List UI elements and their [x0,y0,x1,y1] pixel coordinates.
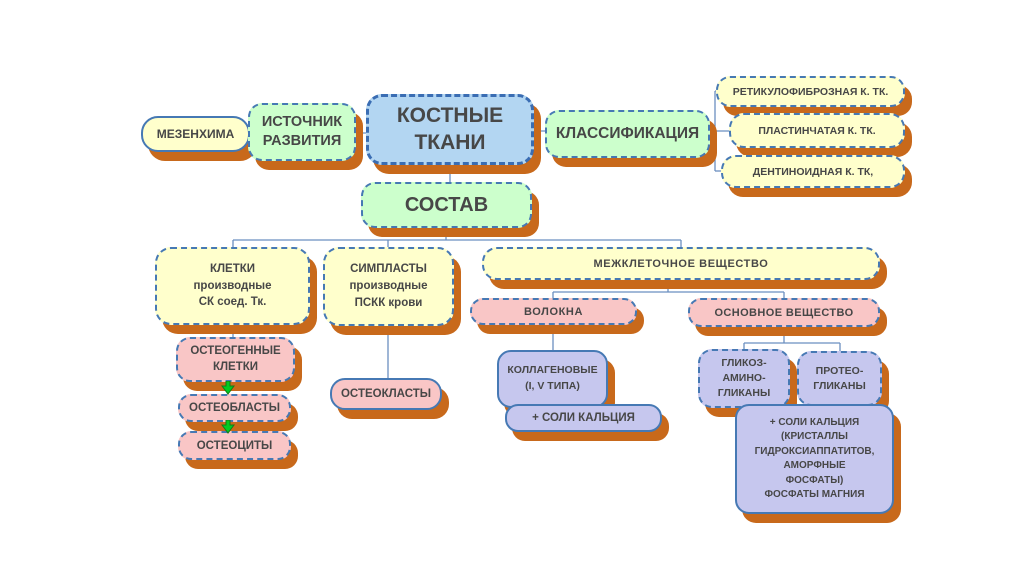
node-glikozaminoglikany: ГЛИКОЗ- АМИНО- ГЛИКАНЫ [698,349,790,408]
node-osteoklasty-label: ОСТЕОКЛАСТЫ [340,388,431,400]
node-osnovnoe-veshchestvo: ОСНОВНОЕ ВЕЩЕСТВО [688,298,880,327]
node-kletki: КЛЕТКИ производные СК соед. Тк. [155,247,310,325]
node-istochnik-razvitiya: ИСТОЧНИК РАЗВИТИЯ [248,103,356,161]
down-arrow-icon [221,381,235,395]
node-mezhkletochnoe-label: МЕЖКЛЕТОЧНОЕ ВЕЩЕСТВО [593,257,769,270]
node-glikozaminoglikany-label: ГЛИКОЗ- АМИНО- ГЛИКАНЫ [717,357,771,399]
node-mezhkletochnoe-veshchestvo: МЕЖКЛЕТОЧНОЕ ВЕЩЕСТВО [482,247,880,280]
node-klassifikaciya-label: КЛАССИФИКАЦИЯ [555,125,700,142]
node-osteoblasty-label: ОСТЕОБЛАСТЫ [189,402,280,414]
node-soli-kalciya-label: + СОЛИ КАЛЬЦИЯ [532,412,635,424]
down-arrow-icon [221,420,235,434]
node-sostav-label: СОСТАВ [404,193,489,216]
node-osteoblasty: ОСТЕОБЛАСТЫ [178,394,291,422]
node-dentinoidnaya: ДЕНТИНОИДНАЯ К. ТК, [721,155,905,188]
node-retikulofibroznaya: РЕТИКУЛОФИБРОЗНАЯ К. ТК. [716,76,905,107]
node-osteocity: ОСТЕОЦИТЫ [178,431,291,460]
node-plastinchataya: ПЛАСТИНЧАТАЯ К. ТК. [729,113,905,148]
node-kollagenovye-label: КОЛЛАГЕНОВЫЕ (I, V ТИПА) [507,364,598,392]
node-soli-kalciya-kristally: + СОЛИ КАЛЬЦИЯ (КРИСТАЛЛЫ ГИДРОКСИАППАТИ… [735,404,894,514]
node-kostnye-tkani-label: КОСТНЫЕ ТКАНИ [396,104,504,154]
node-osteocity-label: ОСТЕОЦИТЫ [196,439,273,452]
node-dentinoidnaya-label: ДЕНТИНОИДНАЯ К. ТК, [752,165,874,178]
node-volokna-label: ВОЛОКНА [523,305,584,318]
node-kollagenovye: КОЛЛАГЕНОВЫЕ (I, V ТИПА) [497,350,608,408]
node-proteoglikany: ПРОТЕО- ГЛИКАНЫ [797,351,882,406]
node-sostav: СОСТАВ [361,182,532,228]
node-volokna: ВОЛОКНА [470,298,637,325]
node-osteogennye-label: ОСТЕОГЕННЫЕ КЛЕТКИ [190,344,281,373]
node-klassifikaciya: КЛАССИФИКАЦИЯ [545,110,710,158]
node-kletki-label: КЛЕТКИ производные СК соед. Тк. [193,262,272,309]
node-plastinchataya-label: ПЛАСТИНЧАТАЯ К. ТК. [758,124,876,137]
node-simplasty-label: СИМПЛАСТЫ производные ПСКК крови [349,263,428,309]
node-mezenkhima: МЕЗЕНХИМА [141,116,250,152]
node-kostnye-tkani-title: КОСТНЫЕ ТКАНИ [366,94,534,165]
node-soli-kalciya-kristally-label: + СОЛИ КАЛЬЦИЯ (КРИСТАЛЛЫ ГИДРОКСИАППАТИ… [754,416,875,501]
node-osteoklasty: ОСТЕОКЛАСТЫ [330,378,442,410]
node-istochnik-razvitiya-label: ИСТОЧНИК РАЗВИТИЯ [261,114,343,149]
node-mezenkhima-label: МЕЗЕНХИМА [156,127,235,141]
node-simplasty: СИМПЛАСТЫ производные ПСКК крови [323,247,454,326]
node-osteogennye-kletki: ОСТЕОГЕННЫЕ КЛЕТКИ [176,337,295,382]
node-osnovnoe-label: ОСНОВНОЕ ВЕЩЕСТВО [714,306,854,319]
node-retikulofibroznaya-label: РЕТИКУЛОФИБРОЗНАЯ К. ТК. [732,85,889,98]
node-soli-kalciya: + СОЛИ КАЛЬЦИЯ [505,404,662,432]
node-proteoglikany-label: ПРОТЕО- ГЛИКАНЫ [813,364,866,392]
